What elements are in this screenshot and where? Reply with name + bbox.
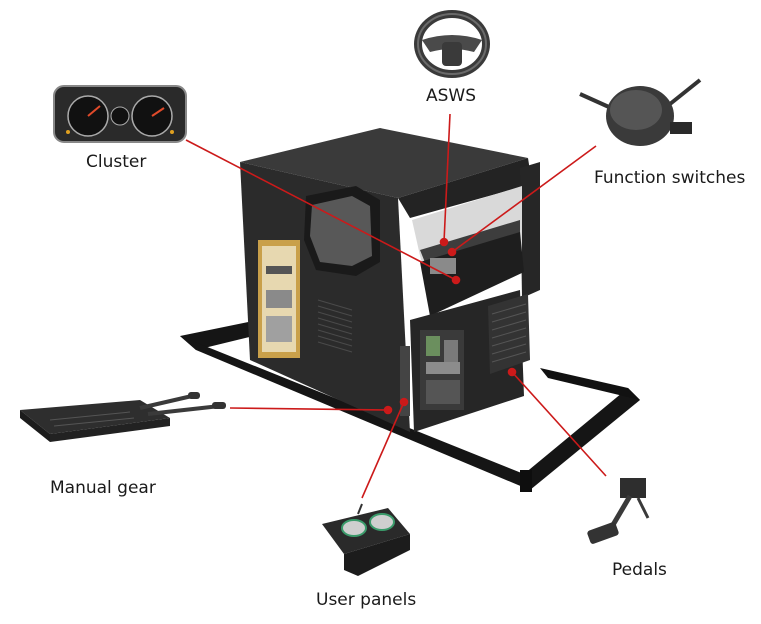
leader-manual-gear bbox=[229, 407, 389, 411]
label-manual-gear: Manual gear bbox=[50, 478, 156, 498]
leader-user-panels bbox=[361, 401, 405, 499]
base-frame bbox=[180, 318, 640, 492]
simulator-cabin bbox=[240, 128, 540, 432]
label-pedals: Pedals bbox=[612, 560, 667, 580]
leader-function-switches bbox=[451, 145, 597, 253]
manual-gear-icon bbox=[20, 392, 226, 442]
leader-cluster bbox=[185, 139, 457, 281]
user-panel-icon bbox=[322, 503, 410, 576]
leader-asws bbox=[443, 113, 451, 243]
label-cluster: Cluster bbox=[86, 152, 147, 172]
label-user-panels: User panels bbox=[316, 590, 417, 610]
function-switch-icon bbox=[579, 78, 702, 146]
steering-wheel-icon bbox=[414, 10, 490, 78]
label-asws: ASWS bbox=[426, 86, 477, 106]
label-function-switches: Function switches bbox=[594, 168, 746, 188]
pedal-icon bbox=[587, 478, 650, 544]
leader-pedals bbox=[511, 371, 607, 477]
leader-lines bbox=[185, 113, 607, 499]
instrument-cluster-icon bbox=[53, 85, 187, 143]
